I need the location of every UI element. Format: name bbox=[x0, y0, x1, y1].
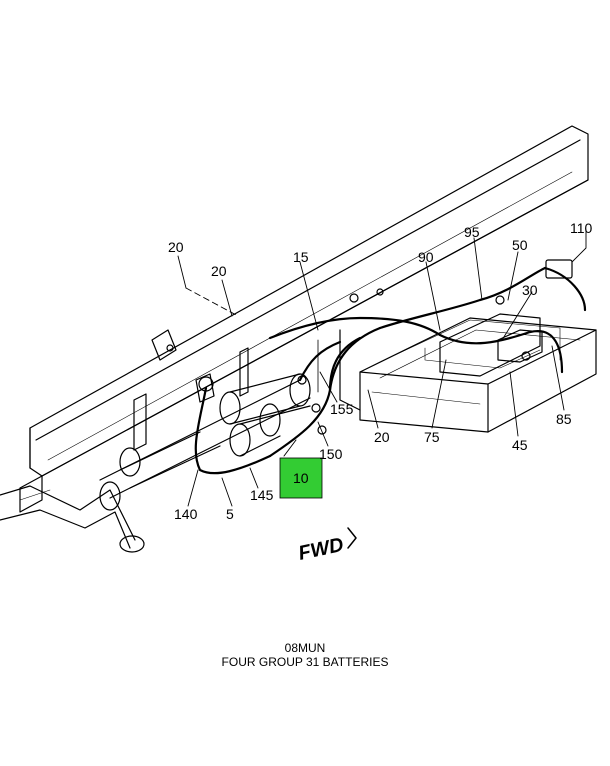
callout-5: 5 bbox=[226, 506, 234, 522]
fwd-arrow-icon bbox=[347, 527, 357, 549]
fittings bbox=[166, 259, 573, 435]
callout-20c: 20 bbox=[374, 429, 390, 445]
callout-145: 145 bbox=[250, 487, 274, 503]
brackets bbox=[133, 329, 249, 451]
callout-20a: 20 bbox=[168, 239, 184, 255]
callout-90: 90 bbox=[418, 249, 434, 265]
callout-50: 50 bbox=[512, 237, 528, 253]
callout-155: 155 bbox=[330, 401, 354, 417]
callout-85: 85 bbox=[556, 411, 572, 427]
callout-45: 45 bbox=[512, 437, 528, 453]
callout-75: 75 bbox=[424, 429, 440, 445]
callout-95: 95 bbox=[464, 224, 480, 240]
callout-150: 150 bbox=[319, 446, 343, 462]
callout-10-highlight bbox=[279, 457, 323, 499]
callout-140: 140 bbox=[174, 506, 198, 522]
exhaust-pipe bbox=[0, 485, 145, 553]
leader-lines bbox=[177, 229, 587, 507]
battery-tray bbox=[439, 313, 543, 377]
callout-10: 10 bbox=[293, 470, 309, 486]
fuel-tank-lines bbox=[99, 373, 311, 511]
callout-30: 30 bbox=[522, 282, 538, 298]
callout-15: 15 bbox=[293, 249, 309, 265]
callout-110: 110 bbox=[570, 220, 593, 236]
fwd-label: FWD bbox=[296, 534, 345, 565]
battery-box bbox=[317, 317, 597, 433]
diagram-title: FOUR GROUP 31 BATTERIES bbox=[221, 655, 389, 669]
frame-rail bbox=[19, 125, 589, 513]
callout-20b: 20 bbox=[211, 263, 227, 279]
diagram-code: 08MUN bbox=[284, 641, 326, 655]
callout-labels: 20 20 15 90 95 50 110 30 155 150 20 75 4… bbox=[168, 220, 593, 522]
